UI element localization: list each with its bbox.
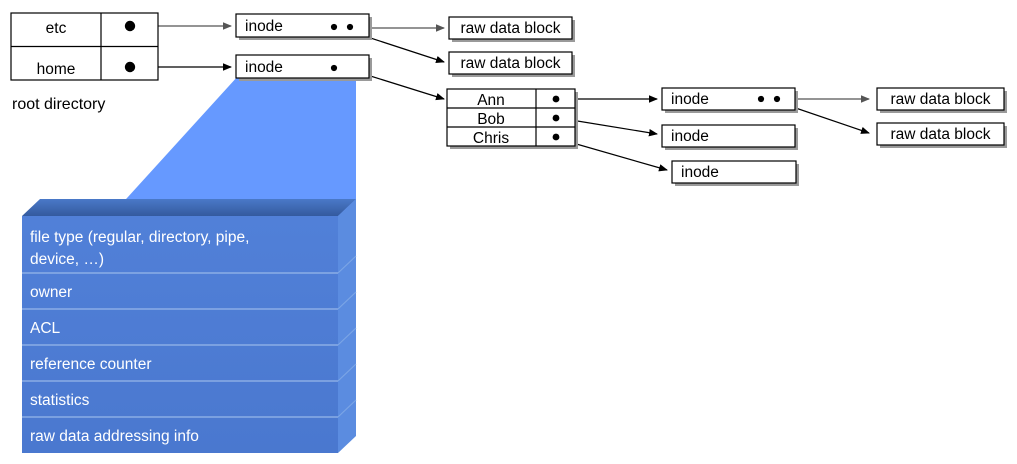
- raw-data-block-1[interactable]: raw data block: [448, 16, 575, 42]
- inode-ann-border: [661, 87, 796, 111]
- stack-side-face: [338, 199, 356, 453]
- stack-top-face: [22, 199, 356, 216]
- stack-side-bevel: [337, 327, 357, 346]
- inode-ann-label: inode: [671, 91, 709, 108]
- inode-home-label: inode: [245, 59, 283, 76]
- stack-row-label-file-type-line1: file type (regular, directory, pipe,: [30, 229, 249, 246]
- rdb3-label: raw data block: [891, 91, 991, 108]
- root-directory-caption: root directory: [12, 96, 105, 113]
- inode-etc-pointer-dot-2[interactable]: [346, 23, 354, 31]
- rdb3-border: [876, 87, 1005, 111]
- rdb4-label: raw data block: [891, 126, 991, 143]
- stack-front-face: [22, 216, 338, 453]
- inode-box-home[interactable]: inode: [235, 54, 372, 81]
- inode-ann-pointer-dot-1[interactable]: [757, 95, 765, 103]
- stack-side-bevel: [337, 399, 357, 418]
- zoom-cone: [96, 76, 356, 232]
- root-directory-table[interactable]: etc home: [10, 12, 159, 81]
- home-entry-name-chris: Chris: [473, 130, 509, 147]
- stack-side-bevel: [337, 363, 357, 382]
- stack-row-label-raw-data-addressing-info: raw data addressing info: [30, 428, 199, 445]
- inode-etc-label: inode: [245, 18, 283, 35]
- inode-bob-label: inode: [671, 128, 709, 145]
- inode-chris-label: inode: [681, 164, 719, 181]
- home-directory-table[interactable]: Ann Bob Chris: [446, 88, 578, 149]
- raw-data-block-4[interactable]: raw data block: [876, 122, 1007, 148]
- stack-side-bevel: [337, 291, 357, 310]
- home-entry-name-bob: Bob: [477, 111, 505, 128]
- root-entry-name-etc: etc: [46, 20, 67, 37]
- rdb1-border: [448, 16, 573, 40]
- stack-row-label-reference-counter: reference counter: [30, 356, 152, 373]
- inode-box-etc[interactable]: inode: [235, 13, 372, 40]
- inode-home-border: [235, 54, 370, 79]
- stack-row-label-owner: owner: [30, 284, 72, 301]
- rdb2-border: [448, 51, 573, 75]
- root-entry-pointer-dot-etc[interactable]: [124, 20, 136, 32]
- stack-row-label-file-type-line2: device, …): [30, 251, 104, 268]
- home-entry-name-ann: Ann: [477, 92, 505, 109]
- rdb2-label: raw data block: [461, 55, 561, 72]
- inode-detail-stack: file type (regular, directory, pipe, dev…: [22, 199, 357, 453]
- inode-box-ann[interactable]: inode: [661, 87, 798, 113]
- inode-box-bob[interactable]: inode: [661, 124, 798, 150]
- raw-data-block-3[interactable]: raw data block: [876, 87, 1007, 113]
- home-entry-pointer-dot-chris[interactable]: [552, 133, 560, 141]
- inode-home-pointer-dot-1[interactable]: [330, 64, 338, 72]
- inode-bob-border: [661, 124, 796, 148]
- rdb4-border: [876, 122, 1005, 146]
- root-entry-pointer-dot-home[interactable]: [124, 61, 136, 73]
- inode-etc-border: [235, 13, 370, 38]
- home-entry-pointer-dot-ann[interactable]: [552, 95, 560, 103]
- inode-etc-pointer-dot-1[interactable]: [330, 23, 338, 31]
- stack-row-label-acl: ACL: [30, 320, 61, 337]
- raw-data-block-2[interactable]: raw data block: [448, 51, 575, 77]
- inode-box-chris[interactable]: inode: [671, 160, 799, 186]
- root-entry-name-home: home: [37, 61, 76, 78]
- rdb1-label: raw data block: [461, 20, 561, 37]
- inode-chris-border: [671, 160, 797, 184]
- stack-side-bevel: [337, 255, 357, 274]
- inode-ann-pointer-dot-2[interactable]: [773, 95, 781, 103]
- home-entry-pointer-dot-bob[interactable]: [552, 114, 560, 122]
- stack-row-label-statistics: statistics: [30, 392, 90, 409]
